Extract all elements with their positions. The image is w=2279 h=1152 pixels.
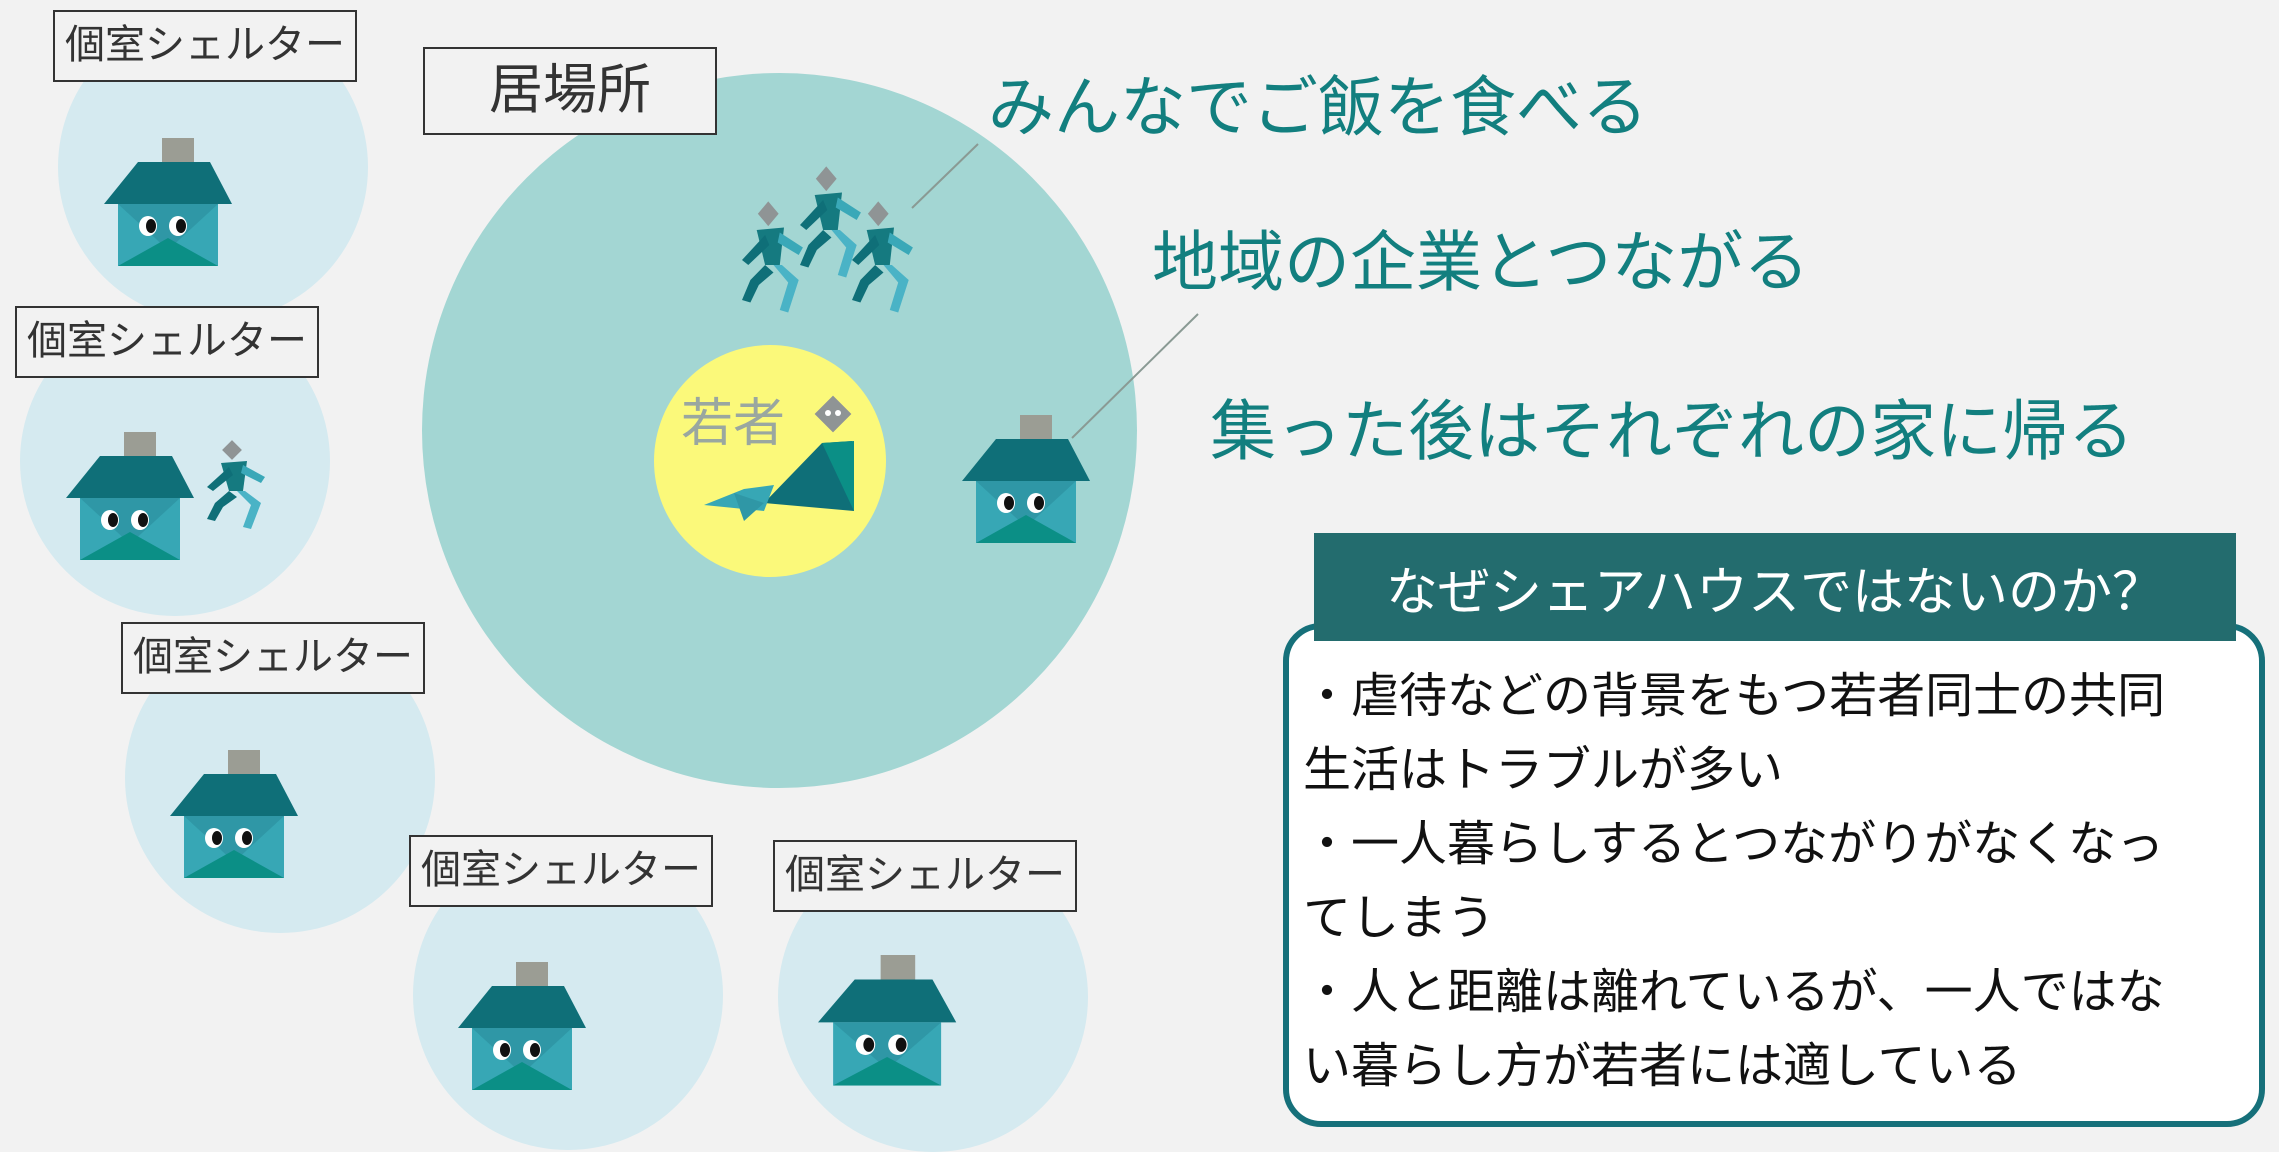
callout-connect-companies: 地域の企業とつながる: [1152, 224, 1810, 301]
panel-title: なぜシェアハウスではないのか？: [1314, 533, 2236, 641]
ibasho-label: 居場所: [423, 47, 717, 135]
shelter-label-3: 個室シェルター: [121, 622, 425, 694]
callout-go-home: 集った後はそれぞれの家に帰る: [1210, 393, 2134, 470]
callout-line-eat: [911, 143, 979, 209]
shelter-label-1: 個室シェルター: [53, 10, 357, 82]
house-icon: [818, 955, 957, 1086]
house-icon: [66, 432, 194, 560]
house-icon: [104, 138, 232, 266]
panel-line: 生活はトラブルが多い: [1303, 742, 1784, 798]
panel-line: てしまう: [1303, 890, 1496, 946]
running-person-icon: [852, 201, 913, 313]
shelter-label-5: 個室シェルター: [773, 840, 1077, 912]
panel-line: ・人と距離は離れているが、一人ではな: [1303, 964, 2165, 1020]
running-person-icon: [742, 201, 803, 313]
panel-line: い暮らし方が若者には適している: [1303, 1038, 2022, 1094]
youth-label: 若者: [681, 394, 786, 454]
house-icon: [170, 750, 298, 878]
house-icon: [458, 962, 586, 1090]
callout-eat-together: みんなでご飯を食べる: [988, 69, 1648, 146]
panel-line: ・虐待などの背景をもつ若者同士の共同: [1303, 668, 2166, 724]
shelter-label-4: 個室シェルター: [409, 835, 713, 907]
running-person-icon: [207, 440, 265, 529]
panel-line: ・一人暮らしするとつながりがなくなっ: [1303, 816, 2165, 872]
sitting-person-icon: [704, 395, 854, 521]
shelter-label-2: 個室シェルター: [15, 306, 319, 378]
callout-line-companies: [1071, 313, 1199, 439]
panel-body: ・虐待などの背景をもつ若者同士の共同 生活はトラブルが多い ・一人暮らしするとつ…: [1283, 623, 2265, 1127]
